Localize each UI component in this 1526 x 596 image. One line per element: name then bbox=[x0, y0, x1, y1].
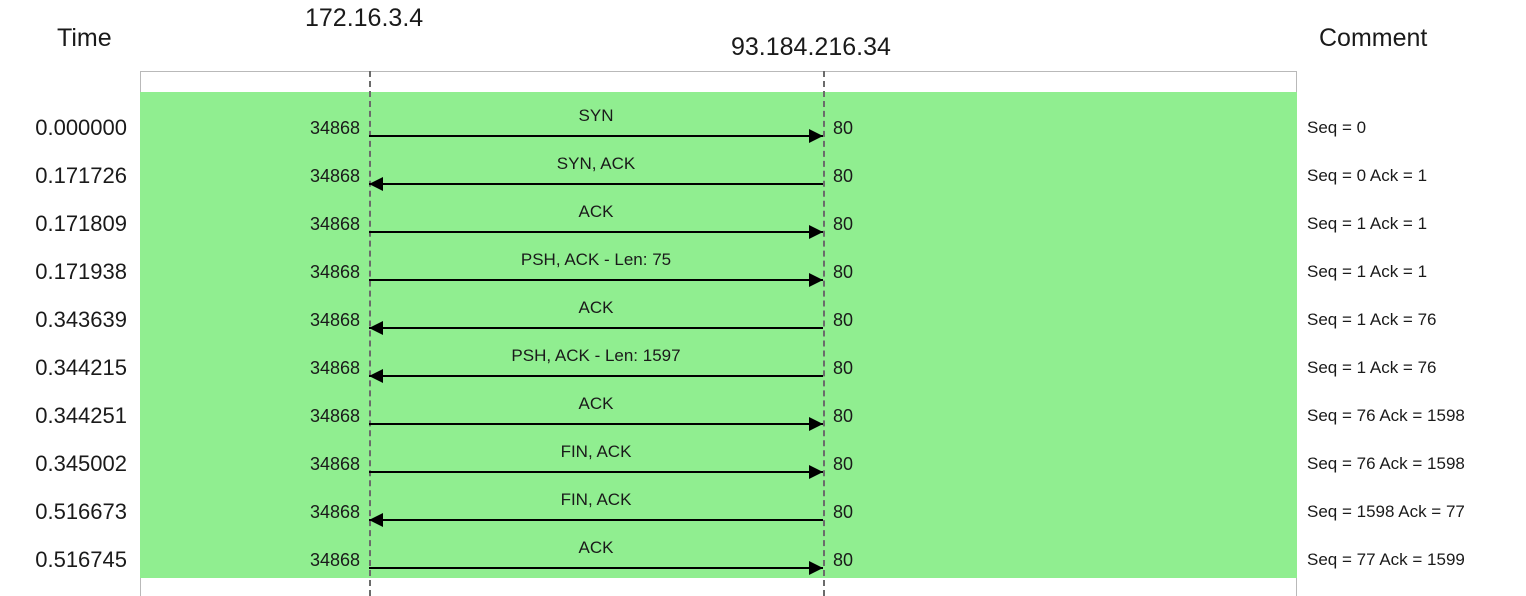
arrow-head-icon bbox=[809, 129, 823, 143]
packet-time: 0.000000 bbox=[35, 115, 127, 140]
arrow-shaft bbox=[369, 231, 823, 233]
packet-arrow[interactable]: PSH, ACK - Len: 1597 bbox=[369, 344, 823, 392]
packet-arrow[interactable]: FIN, ACK bbox=[369, 488, 823, 536]
packet-flags-label: FIN, ACK bbox=[560, 442, 632, 461]
arrow-shaft bbox=[369, 183, 823, 185]
packet-row[interactable]: 0.345002 34868 FIN, ACK 80 Seq = 76 Ack = 15… bbox=[0, 440, 1526, 488]
destination-port: 80 bbox=[833, 357, 854, 378]
source-port: 34868 bbox=[309, 453, 360, 474]
arrow-head-icon bbox=[809, 561, 823, 575]
packet-comment: Seq = 1 Ack = 76 bbox=[1307, 310, 1437, 329]
packet-comment: Seq = 1 Ack = 1 bbox=[1307, 214, 1428, 233]
packet-flags-label: PSH, ACK - Len: 1597 bbox=[511, 346, 681, 365]
packet-arrow[interactable]: FIN, ACK bbox=[369, 440, 823, 488]
conversation-highlight-band bbox=[140, 92, 1297, 578]
arrow-head-icon bbox=[809, 225, 823, 239]
packet-time: 0.344215 bbox=[35, 355, 127, 380]
destination-port: 80 bbox=[833, 261, 854, 282]
source-port: 34868 bbox=[309, 501, 360, 522]
arrow-shaft bbox=[369, 423, 823, 425]
packet-comment: Seq = 0 Ack = 1 bbox=[1307, 166, 1428, 185]
arrow-shaft bbox=[369, 327, 823, 329]
packet-row[interactable]: 0.344215 34868 PSH, ACK - Len: 1597 80 Seq =… bbox=[0, 344, 1526, 392]
packet-time: 0.171726 bbox=[35, 163, 127, 188]
packet-flags-label: SYN bbox=[578, 106, 614, 125]
packet-comment: Seq = 76 Ack = 1598 bbox=[1307, 454, 1465, 473]
source-port: 34868 bbox=[309, 405, 360, 426]
packet-row[interactable]: 0.000000 34868 SYN 80 Seq = 0 bbox=[0, 104, 1526, 152]
source-port: 34868 bbox=[309, 165, 360, 186]
arrow-shaft bbox=[369, 471, 823, 473]
arrow-shaft bbox=[369, 279, 823, 281]
arrow-shaft bbox=[369, 135, 823, 137]
lifeline-node-b bbox=[823, 71, 825, 596]
packet-flags-label: FIN, ACK bbox=[560, 490, 632, 509]
column-header-node-a: 172.16.3.4 bbox=[305, 4, 424, 32]
destination-port: 80 bbox=[833, 117, 854, 138]
arrow-shaft bbox=[369, 519, 823, 521]
destination-port: 80 bbox=[833, 549, 854, 570]
packet-flags-label: ACK bbox=[578, 202, 614, 221]
packet-comment: Seq = 0 bbox=[1307, 118, 1367, 137]
source-port: 34868 bbox=[309, 213, 360, 234]
packet-comment: Seq = 1598 Ack = 77 bbox=[1307, 502, 1465, 521]
packet-row[interactable]: 0.171726 34868 SYN, ACK 80 Seq = 0 Ack = 1 bbox=[0, 152, 1526, 200]
destination-port: 80 bbox=[833, 405, 854, 426]
arrow-head-icon bbox=[369, 369, 383, 383]
packet-arrow[interactable]: ACK bbox=[369, 392, 823, 440]
arrow-head-icon bbox=[809, 273, 823, 287]
packet-time: 0.516745 bbox=[35, 547, 127, 572]
packet-arrow[interactable]: SYN bbox=[369, 104, 823, 152]
arrow-head-icon bbox=[369, 321, 383, 335]
packet-time: 0.516673 bbox=[35, 499, 127, 524]
packet-flags-label: SYN, ACK bbox=[556, 154, 636, 173]
destination-port: 80 bbox=[833, 453, 854, 474]
packet-arrow[interactable]: ACK bbox=[369, 200, 823, 248]
arrow-head-icon bbox=[369, 513, 383, 527]
arrow-head-icon bbox=[809, 417, 823, 431]
packet-comment: Seq = 1 Ack = 1 bbox=[1307, 262, 1428, 281]
packet-row[interactable]: 0.171809 34868 ACK 80 Seq = 1 Ack = 1 bbox=[0, 200, 1526, 248]
source-port: 34868 bbox=[309, 261, 360, 282]
packet-flags-label: ACK bbox=[578, 538, 614, 557]
destination-port: 80 bbox=[833, 165, 854, 186]
destination-port: 80 bbox=[833, 309, 854, 330]
source-port: 34868 bbox=[309, 357, 360, 378]
column-header-node-b: 93.184.216.34 bbox=[731, 33, 891, 61]
destination-port: 80 bbox=[833, 501, 854, 522]
packet-time: 0.171938 bbox=[35, 259, 127, 284]
arrow-shaft bbox=[369, 567, 823, 569]
packet-time: 0.171809 bbox=[35, 211, 127, 236]
packet-arrow[interactable]: PSH, ACK - Len: 75 bbox=[369, 248, 823, 296]
source-port: 34868 bbox=[309, 309, 360, 330]
packet-time: 0.344251 bbox=[35, 403, 127, 428]
packet-arrow[interactable]: SYN, ACK bbox=[369, 152, 823, 200]
column-header-time: Time bbox=[57, 24, 112, 52]
arrow-head-icon bbox=[369, 177, 383, 191]
arrow-head-icon bbox=[809, 465, 823, 479]
packet-arrow[interactable]: ACK bbox=[369, 536, 823, 584]
packet-comment: Seq = 76 Ack = 1598 bbox=[1307, 406, 1465, 425]
packet-time: 0.345002 bbox=[35, 451, 127, 476]
packet-comment: Seq = 1 Ack = 76 bbox=[1307, 358, 1437, 377]
source-port: 34868 bbox=[309, 549, 360, 570]
packet-row[interactable]: 0.343639 34868 ACK 80 Seq = 1 Ack = 76 bbox=[0, 296, 1526, 344]
packet-arrow[interactable]: ACK bbox=[369, 296, 823, 344]
packet-comment: Seq = 77 Ack = 1599 bbox=[1307, 550, 1465, 569]
diagram-frame-bottom bbox=[140, 578, 1297, 596]
packet-flags-label: PSH, ACK - Len: 75 bbox=[520, 250, 672, 269]
source-port: 34868 bbox=[309, 117, 360, 138]
packet-time: 0.343639 bbox=[35, 307, 127, 332]
packet-row[interactable]: 0.344251 34868 ACK 80 Seq = 76 Ack = 1598 bbox=[0, 392, 1526, 440]
destination-port: 80 bbox=[833, 213, 854, 234]
packet-row[interactable]: 0.516745 34868 ACK 80 Seq = 77 Ack = 1599 bbox=[0, 536, 1526, 584]
packet-row[interactable]: 0.171938 34868 PSH, ACK - Len: 75 80 Seq = 1… bbox=[0, 248, 1526, 296]
packet-flags-label: ACK bbox=[578, 298, 614, 317]
arrow-shaft bbox=[369, 375, 823, 377]
packet-row[interactable]: 0.516673 34868 FIN, ACK 80 Seq = 1598 Ack = … bbox=[0, 488, 1526, 536]
column-header-comment: Comment bbox=[1319, 24, 1428, 52]
packet-flags-label: ACK bbox=[578, 394, 614, 413]
